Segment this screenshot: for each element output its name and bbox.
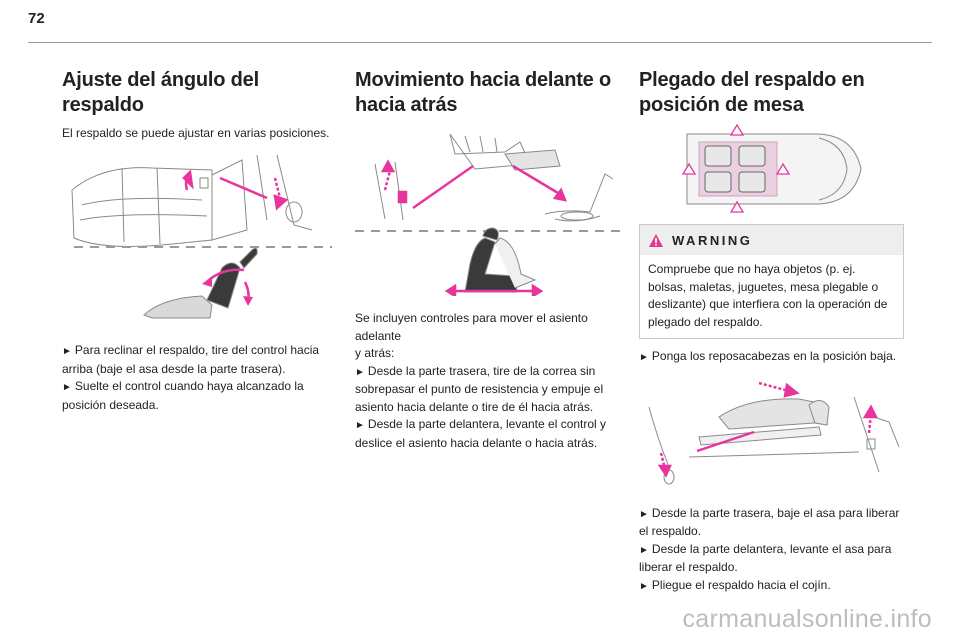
step-item: ►Para reclinar el respaldo, tire del con… xyxy=(62,343,320,376)
seat-recline-illustration xyxy=(62,150,332,330)
step-item: ►Desde la parte trasera, tire de la corr… xyxy=(355,363,604,414)
triangle-bullet-icon: ► xyxy=(62,346,72,357)
triangle-bullet-icon: ► xyxy=(639,352,649,363)
triangle-bullet-icon: ► xyxy=(355,366,365,378)
seat-fold-illustration xyxy=(639,377,904,487)
seat-slide-illustration xyxy=(355,124,620,296)
step-item: ►Desde la parte trasera, baje el asa par… xyxy=(639,505,900,539)
watermark: carmanualsonline.info xyxy=(682,605,932,633)
section-seat-angle: Ajuste del ángulo del respaldo El respal… xyxy=(62,68,332,414)
triangle-bullet-icon: ► xyxy=(639,580,649,592)
instruction-headrest: ►Ponga los reposacabezas en la posición … xyxy=(639,348,904,367)
instructions-forward-backward: Se incluyen controles para mover el asie… xyxy=(355,310,620,452)
section-title: Plegado del respaldo en posición de mesa xyxy=(639,69,865,116)
warning-triangle-icon xyxy=(649,233,663,247)
top-rule xyxy=(28,42,932,43)
step-item: ►Desde la parte delantera, levante el co… xyxy=(355,417,607,450)
section-title: Movimiento hacia delante o hacia atrás xyxy=(355,69,611,116)
step-item: ►Suelte el control cuando haya alcanzado… xyxy=(62,379,304,412)
section-title: Ajuste del ángulo del respaldo xyxy=(62,69,259,116)
section-intro: El respaldo se puede ajustar en varias p… xyxy=(62,126,330,140)
warning-header: WARNING xyxy=(640,225,903,255)
instructions-seat-angle: ►Para reclinar el respaldo, tire del con… xyxy=(62,342,330,414)
triangle-bullet-icon: ► xyxy=(62,382,72,393)
triangle-bullet-icon: ► xyxy=(639,508,649,520)
page-number: 72 xyxy=(28,10,45,27)
section-forward-backward: Movimiento hacia delante o hacia atrás xyxy=(355,68,620,452)
section-table-position: Plegado del respaldo en posición de mesa xyxy=(639,68,904,595)
step-item: ►Pliegue el respaldo hacia el cojín. xyxy=(639,577,831,592)
instructions-fold: ►Desde la parte trasera, baje el asa par… xyxy=(639,505,904,596)
step-item: ►Ponga los reposacabezas en la posición … xyxy=(639,349,897,363)
warning-text: Compruebe que no haya objetos (p. ej. bo… xyxy=(648,262,888,329)
warning-box: WARNING Compruebe que no haya objetos (p… xyxy=(639,224,904,339)
vehicle-top-view-illustration xyxy=(679,124,904,214)
triangle-bullet-icon: ► xyxy=(639,544,649,556)
warning-title: WARNING xyxy=(672,232,753,248)
triangle-bullet-icon: ► xyxy=(355,420,365,431)
step-item: ►Desde la parte delantera, levante el as… xyxy=(639,541,892,575)
